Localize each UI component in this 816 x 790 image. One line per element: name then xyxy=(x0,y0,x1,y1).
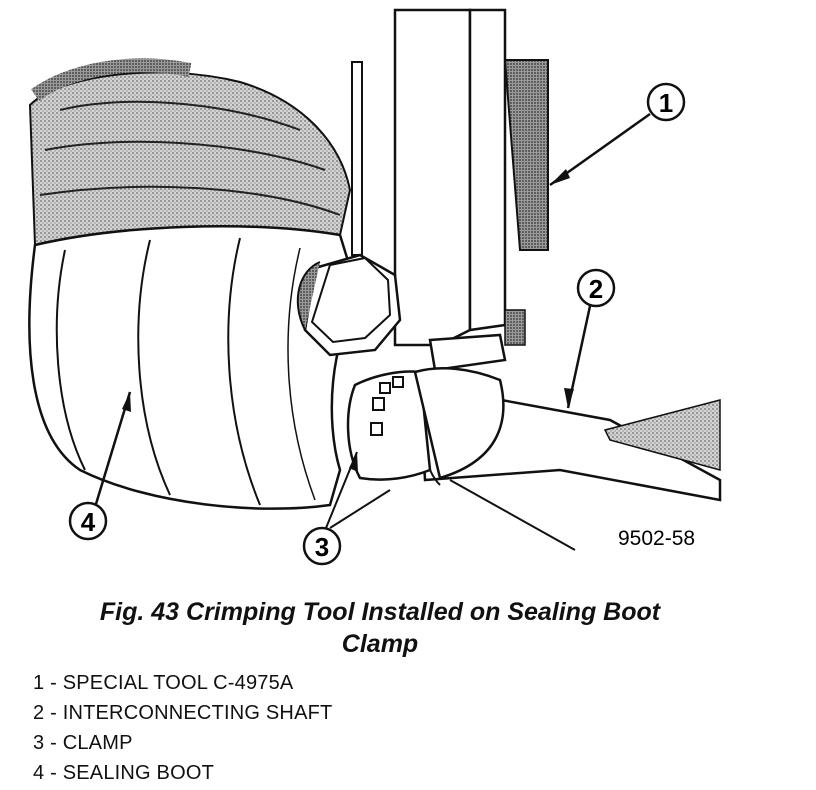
callout-1: 1 xyxy=(549,82,686,187)
sealing-boot-shape xyxy=(28,225,362,510)
tool-jaw xyxy=(428,333,507,372)
legend-item-1: 1 - SPECIAL TOOL C-4975A xyxy=(33,672,294,694)
svg-text:2: 2 xyxy=(589,274,603,304)
figure-id-label: 9502-58 xyxy=(618,527,695,550)
callout-4: 4 xyxy=(68,391,132,541)
caption-line-2: Clamp xyxy=(341,630,419,658)
boot-rear-shading xyxy=(28,71,352,247)
legend-item-4: 4 - SEALING BOOT xyxy=(33,762,215,784)
legend-item-3: 3 - CLAMP xyxy=(33,732,133,754)
svg-text:3: 3 xyxy=(315,532,329,562)
legend-item-2: 2 - INTERCONNECTING SHAFT xyxy=(33,702,333,724)
callout-2: 2 xyxy=(564,268,616,409)
crimping-tool-illustration: 1 2 3 4 9502-58 xyxy=(28,8,722,566)
svg-text:1: 1 xyxy=(659,88,673,118)
tool-arm-back xyxy=(503,59,549,251)
clamp-band xyxy=(346,370,432,481)
callout-3: 3 xyxy=(302,451,391,566)
tool-arm xyxy=(351,61,363,256)
figure-caption: Fig. 43 Crimping Tool Installed on Seali… xyxy=(30,596,730,660)
caption-line-1: Fig. 43 Crimping Tool Installed on Seali… xyxy=(99,598,661,626)
svg-text:4: 4 xyxy=(81,507,96,537)
parts-legend: 1 - SPECIAL TOOL C-4975A 2 - INTERCONNEC… xyxy=(33,668,332,788)
